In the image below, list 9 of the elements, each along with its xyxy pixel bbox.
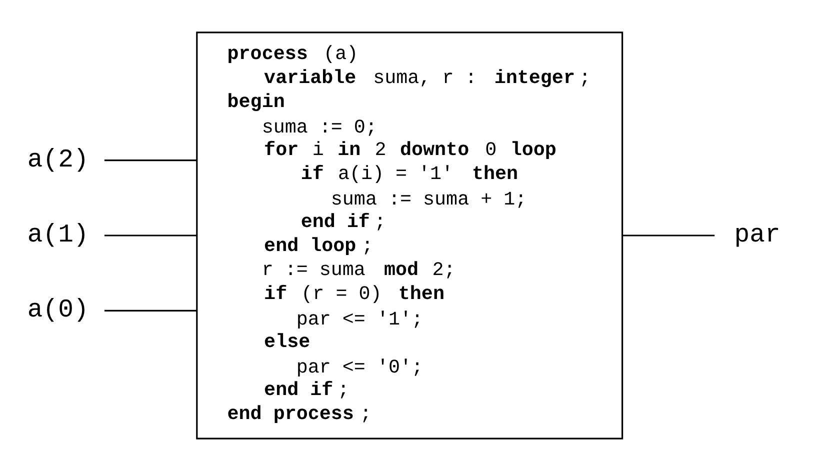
connector bbox=[104, 309, 197, 311]
node-text: a(1) bbox=[27, 220, 89, 250]
node-box: process (a) variable suma, r : integer; begin suma := 0; for i in 2 downto 0 loop if a(i) = '1' then suma := suma + 1; end if; end loop; r := suma mod 2; if (r = 0) then par <= '1'; else par <= '0'; end if; end process; bbox=[196, 31, 624, 439]
connector bbox=[104, 234, 197, 236]
connector bbox=[104, 159, 197, 161]
node-text: a(0) bbox=[27, 295, 89, 324]
node-text: par bbox=[734, 220, 780, 250]
node-text: a(2) bbox=[27, 144, 89, 174]
connector bbox=[622, 234, 715, 236]
